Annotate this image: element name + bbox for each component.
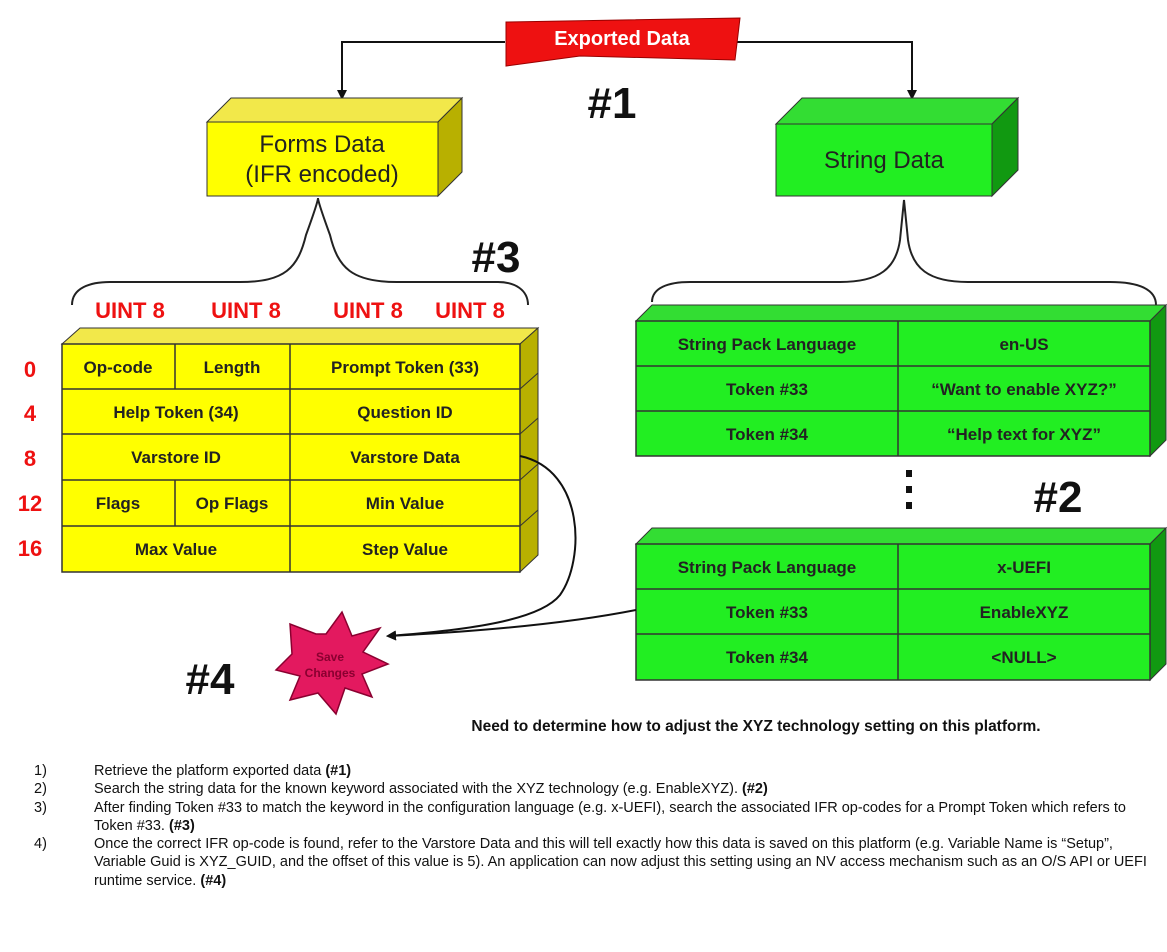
forms-brace	[71, 197, 529, 306]
step-ref: (#4)	[200, 872, 227, 889]
diagram-caption: Need to determine how to adjust the XYZ …	[471, 718, 1040, 735]
uint-label: UINT 8	[333, 298, 403, 323]
save-changes-burst: Save Changes	[274, 610, 390, 716]
field-op-flags: Op Flags	[196, 494, 269, 513]
string-data-label: String Data	[824, 147, 945, 174]
step-number: 2)	[34, 781, 47, 798]
marker-1: #1	[588, 79, 637, 128]
field-prompt-token: Prompt Token (33)	[331, 358, 479, 377]
step-number: 1)	[34, 763, 47, 779]
step-ref: (#3)	[168, 817, 195, 834]
pack1-value: en-US	[999, 335, 1048, 354]
step-text: Retrieve the platform exported data	[94, 763, 322, 779]
save-changes-line2: Changes	[305, 666, 356, 680]
string-brace	[651, 199, 1157, 306]
ifr-table: Op-code Length Prompt Token (33) Help To…	[60, 326, 540, 574]
pack1-key: Token #34	[726, 425, 808, 444]
pack2-value: EnableXYZ	[980, 603, 1069, 622]
pack1-key: String Pack Language	[678, 335, 857, 354]
field-length: Length	[204, 358, 261, 377]
offset-label: 0	[24, 357, 36, 382]
pack2-key: String Pack Language	[678, 558, 857, 577]
string-data-box: String Data	[774, 96, 1020, 198]
field-min-value: Min Value	[366, 494, 444, 513]
step-item: 1) Retrieve the platform exported data (…	[34, 762, 1154, 780]
pack1-value: “Want to enable XYZ?”	[931, 380, 1116, 399]
uint-label: UINT 8	[435, 298, 505, 323]
forms-data-box: Forms Data (IFR encoded)	[205, 96, 464, 198]
offset-label: 16	[18, 536, 42, 561]
offset-label: 4	[24, 401, 37, 426]
uint-labels: UINT 8 UINT 8 UINT 8 UINT 8	[95, 298, 505, 323]
exported-data-label: Exported Data	[554, 28, 690, 50]
string-pack-en-us: String Pack Language en-US Token #33 “Wa…	[634, 303, 1167, 458]
forms-data-line2: (IFR encoded)	[245, 161, 398, 188]
offset-label: 8	[24, 446, 36, 471]
uint-label: UINT 8	[95, 298, 165, 323]
field-varstore-data: Varstore Data	[350, 448, 460, 467]
pack2-key: Token #33	[726, 603, 808, 622]
pack1-value: “Help text for XYZ”	[947, 425, 1101, 444]
pack2-value: x-UEFI	[997, 558, 1051, 577]
save-changes-line1: Save	[316, 650, 344, 664]
field-max-value: Max Value	[135, 540, 217, 559]
pack2-key: Token #34	[726, 648, 808, 667]
offset-labels: 0 4 8 12 16	[18, 357, 42, 561]
field-flags: Flags	[96, 494, 140, 513]
marker-2: #2	[1034, 473, 1083, 522]
field-varstore-id: Varstore ID	[131, 448, 221, 467]
field-help-token: Help Token (34)	[113, 403, 238, 422]
step-text: Search the string data for the known key…	[94, 781, 738, 798]
string-pack-x-uefi: String Pack Language x-UEFI Token #33 En…	[634, 526, 1167, 682]
marker-3: #3	[472, 233, 521, 282]
save-connectors	[386, 455, 637, 641]
step-number: 4)	[34, 836, 47, 853]
marker-4: #4	[186, 655, 235, 704]
step-text: After finding Token #33 to match the key…	[94, 799, 1126, 834]
vertical-ellipsis	[906, 470, 912, 509]
offset-label: 12	[18, 491, 42, 516]
step-item: 3) After finding Token #33 to match the …	[34, 799, 1154, 836]
exported-data-banner: Exported Data	[505, 17, 741, 67]
export-arrows	[337, 41, 917, 100]
step-ref: (#1)	[325, 763, 352, 779]
forms-data-line1: Forms Data	[259, 131, 385, 158]
step-item: 2) Search the string data for the known …	[34, 780, 1154, 798]
pack1-key: Token #33	[726, 380, 808, 399]
step-item: 4) Once the correct IFR op-code is found…	[34, 835, 1154, 890]
field-question-id: Question ID	[357, 403, 452, 422]
ifr-diagram: Exported Data #1 Forms Data (IFR encoded…	[18, 17, 1167, 735]
pack2-value: <NULL>	[991, 648, 1056, 667]
step-number: 3)	[34, 799, 47, 816]
field-step-value: Step Value	[362, 540, 448, 559]
step-text: Once the correct IFR op-code is found, r…	[94, 836, 1147, 889]
step-ref: (#2)	[742, 781, 768, 798]
steps-list: 1) Retrieve the platform exported data (…	[34, 762, 1154, 890]
uint-label: UINT 8	[211, 298, 281, 323]
field-opcode: Op-code	[84, 358, 153, 377]
